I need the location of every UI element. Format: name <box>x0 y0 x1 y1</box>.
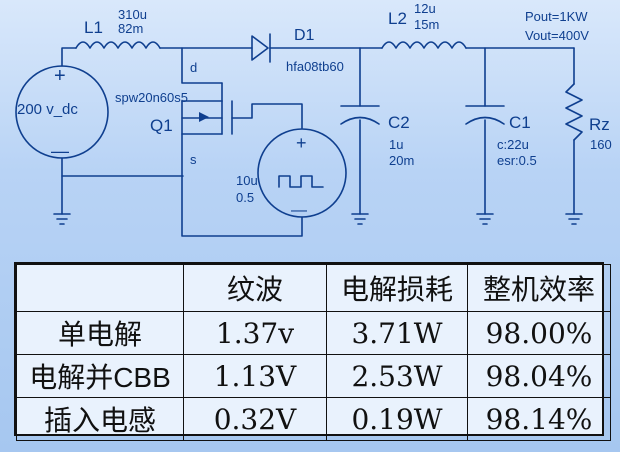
l2-name: L2 <box>388 9 407 28</box>
summary-line-1: Pout=1KW <box>525 9 588 24</box>
table-cell-loss: 2.53W <box>326 354 468 398</box>
ground-symbol-c2 <box>351 213 369 225</box>
table-header-empty <box>16 264 184 312</box>
c2-value-2: 20m <box>389 153 414 168</box>
switch-drain-label: d <box>190 60 197 75</box>
wire-source-to-l1 <box>61 47 77 67</box>
table-cell-ripple: 1.13V <box>183 354 327 398</box>
table-cell-ripple: 0.32V <box>183 397 327 441</box>
table-header-efficiency: 整机效率 <box>467 264 611 312</box>
switch-source-label: s <box>190 152 197 167</box>
c1-value-1: c:22u <box>497 137 529 152</box>
wire-gate-to-pulse <box>231 103 303 129</box>
dc-source-minus-sign: — <box>51 141 69 161</box>
table-row: 单电解 1.37v 3.71W 98.00% <box>16 311 611 355</box>
c1-value-2: esr:0.5 <box>497 153 537 168</box>
circuit-diagram: + 200 v_dc — L1 310u 82m d D1 hfa08tb60 … <box>15 1 612 237</box>
switch-part: spw20n60s5 <box>115 90 188 105</box>
c2-name: C2 <box>388 113 410 132</box>
wire-pulse-return <box>181 175 303 237</box>
table-header-row: 纹波 电解损耗 整机效率 <box>16 264 611 312</box>
table-cell-efficiency: 98.04% <box>467 354 611 398</box>
c1-capacitor-bottom-plate <box>465 116 505 125</box>
wire-to-drain <box>181 47 223 84</box>
switch-name: Q1 <box>150 116 173 135</box>
l2-value-2: 15m <box>414 17 439 32</box>
l1-inductor-icon <box>75 41 161 49</box>
rz-value: 160 <box>590 137 612 152</box>
d1-diode-icon <box>251 35 269 61</box>
table-header-electrolytic-loss: 电解损耗 <box>326 264 468 312</box>
l2-value-1: 12u <box>414 1 436 16</box>
c1-name: C1 <box>509 113 531 132</box>
l2-inductor-icon <box>381 41 467 49</box>
dc-source-plus-sign: + <box>54 65 66 87</box>
table-cell-ripple: 1.37v <box>183 311 327 355</box>
table-row-label: 电解并CBB <box>16 354 184 398</box>
table-cell-loss: 3.71W <box>326 311 468 355</box>
ground-symbol-left <box>53 213 71 225</box>
pulse-value-1: 10u <box>236 173 258 188</box>
table-cell-efficiency: 98.00% <box>467 311 611 355</box>
rz-name: Rz <box>589 115 610 134</box>
l1-value-2: 82m <box>118 21 143 36</box>
c2-value-1: 1u <box>389 137 403 152</box>
pulse-waveform-icon <box>278 175 324 188</box>
table-row: 电解并CBB 1.13V 2.53W 98.04% <box>16 354 611 398</box>
pulse-plus-sign: + <box>296 133 307 153</box>
switch-arrow-icon <box>199 112 209 122</box>
ground-symbol-c1 <box>476 213 494 225</box>
pulse-value-2: 0.5 <box>236 190 254 205</box>
summary-line-2: Vout=400V <box>525 28 589 43</box>
d1-name: D1 <box>294 27 315 44</box>
table-header-ripple: 纹波 <box>183 264 327 312</box>
ground-symbol-rz <box>565 213 583 225</box>
pulse-minus-sign: — <box>291 202 307 219</box>
comparison-grid: 纹波 电解损耗 整机效率 单电解 1.37v 3.71W 98.00% 电解并C… <box>16 264 611 441</box>
l1-value-1: 310u <box>118 7 147 22</box>
table-row-label: 插入电感 <box>16 397 184 441</box>
d1-part: hfa08tb60 <box>286 59 344 74</box>
comparison-table: 纹波 电解损耗 整机效率 单电解 1.37v 3.71W 98.00% 电解并C… <box>14 262 611 441</box>
rz-resistor-icon <box>565 83 583 141</box>
table-cell-loss: 0.19W <box>326 397 468 441</box>
l1-name: L1 <box>84 18 103 37</box>
wire-source-bottom <box>61 157 184 177</box>
c2-capacitor-bottom-plate <box>340 116 380 125</box>
table-cell-efficiency: 98.14% <box>467 397 611 441</box>
dc-source-label: 200 v_dc <box>17 101 78 118</box>
table-row: 插入电感 0.32V 0.19W 98.14% <box>16 397 611 441</box>
table-row-label: 单电解 <box>16 311 184 355</box>
